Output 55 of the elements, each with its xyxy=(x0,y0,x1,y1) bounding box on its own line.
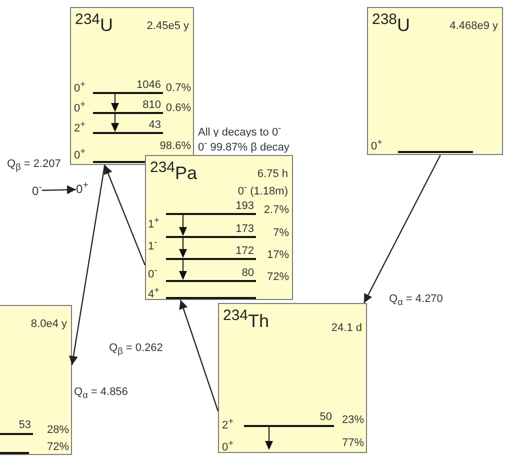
branch-percent: 72% xyxy=(46,441,69,453)
branch-percent: 77% xyxy=(342,437,364,449)
nuclide-symbol: $^{234}$Th xyxy=(223,306,270,331)
level-energy: 810 xyxy=(142,99,161,111)
q-value-label: Q$_{β}$ = 0.262 xyxy=(108,342,164,358)
decay-arrow xyxy=(179,300,219,412)
branch-percent: 17% xyxy=(266,249,289,261)
decay-arrow xyxy=(363,154,441,304)
spin-parity: 0$^{+}$ xyxy=(74,78,86,95)
branch-percent: 23% xyxy=(342,414,364,426)
spin-parity: 0$^{+}$ xyxy=(74,98,86,115)
nuclide-symbol: $^{234}$U xyxy=(75,10,114,35)
level-energy: 172 xyxy=(236,245,254,257)
half-life: 4.468e9 y xyxy=(450,20,498,32)
nuclide-box xyxy=(145,155,293,300)
note-text: 0$^{-}$ 99.87% β decay xyxy=(197,137,290,155)
branch-percent: 98.6% xyxy=(160,140,191,152)
decay-arrow xyxy=(42,185,76,194)
nuclide-box xyxy=(0,305,72,455)
decay-arrow xyxy=(69,164,106,366)
spin-parity: 2$^{+}$ xyxy=(222,415,234,432)
spin-parity: 1$^{-}$ xyxy=(148,236,158,253)
branch-percent: 72% xyxy=(266,271,289,283)
spin-parity: 0$^{+}$ xyxy=(371,136,382,153)
q-value-label: Q$_{β}$ = 2.207 xyxy=(6,158,62,174)
spin-parity: 0$^{-}$ xyxy=(148,264,158,281)
nuclide-symbol: $^{238}$U xyxy=(372,10,410,35)
branch-percent: 0.7% xyxy=(166,82,191,94)
level-energy: 43 xyxy=(148,119,161,131)
nuclide-box xyxy=(367,7,503,155)
level-energy: 53 xyxy=(18,419,31,431)
branch-percent: 0.6% xyxy=(166,102,191,114)
level-energy: 193 xyxy=(236,200,254,212)
level-energy: 80 xyxy=(242,267,254,279)
level-energy: 50 xyxy=(320,411,332,423)
branch-percent: 28% xyxy=(46,424,69,436)
nuclide-symbol: $^{234}$Pa xyxy=(150,158,198,183)
spin-parity: 2$^{+}$ xyxy=(74,118,86,135)
half-life: 0$^{-}$ (1.18m) xyxy=(238,181,288,198)
spin-parity: 0$^{+}$ xyxy=(76,179,89,196)
spin-parity: 1$^{+}$ xyxy=(148,214,160,231)
spin-parity: 0$^{+}$ xyxy=(74,145,86,162)
half-life: 6.75 h xyxy=(257,168,288,180)
branch-percent: 2.7% xyxy=(264,204,289,216)
spin-parity: 4$^{+}$ xyxy=(148,284,160,301)
level-energy: 1046 xyxy=(136,79,161,91)
spin-parity: 0$^{+}$ xyxy=(222,437,234,454)
spin-parity: 0$^{-}$ xyxy=(32,181,42,198)
decay-arrow xyxy=(104,164,146,266)
branch-percent: 7% xyxy=(273,227,289,239)
half-life: 24.1 d xyxy=(331,322,362,334)
half-life: 8.0e4 y xyxy=(30,318,67,330)
half-life: 2.45e5 y xyxy=(146,20,189,32)
nuclide-box xyxy=(218,303,367,453)
level-energy: 173 xyxy=(236,223,254,235)
